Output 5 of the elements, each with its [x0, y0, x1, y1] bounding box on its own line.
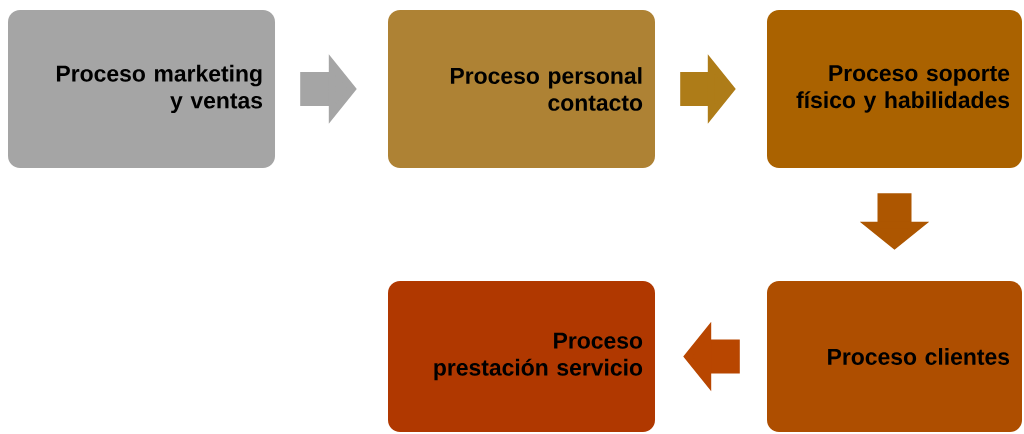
process-box: Proceso clientes: [767, 281, 1022, 432]
process-box: Proceso prestación servicio: [388, 281, 655, 432]
process-box: Proceso soporte físico y habilidades: [767, 10, 1022, 168]
process-box: Proceso marketing y ventas: [8, 10, 275, 168]
process-box: Proceso personal contacto: [388, 10, 655, 168]
